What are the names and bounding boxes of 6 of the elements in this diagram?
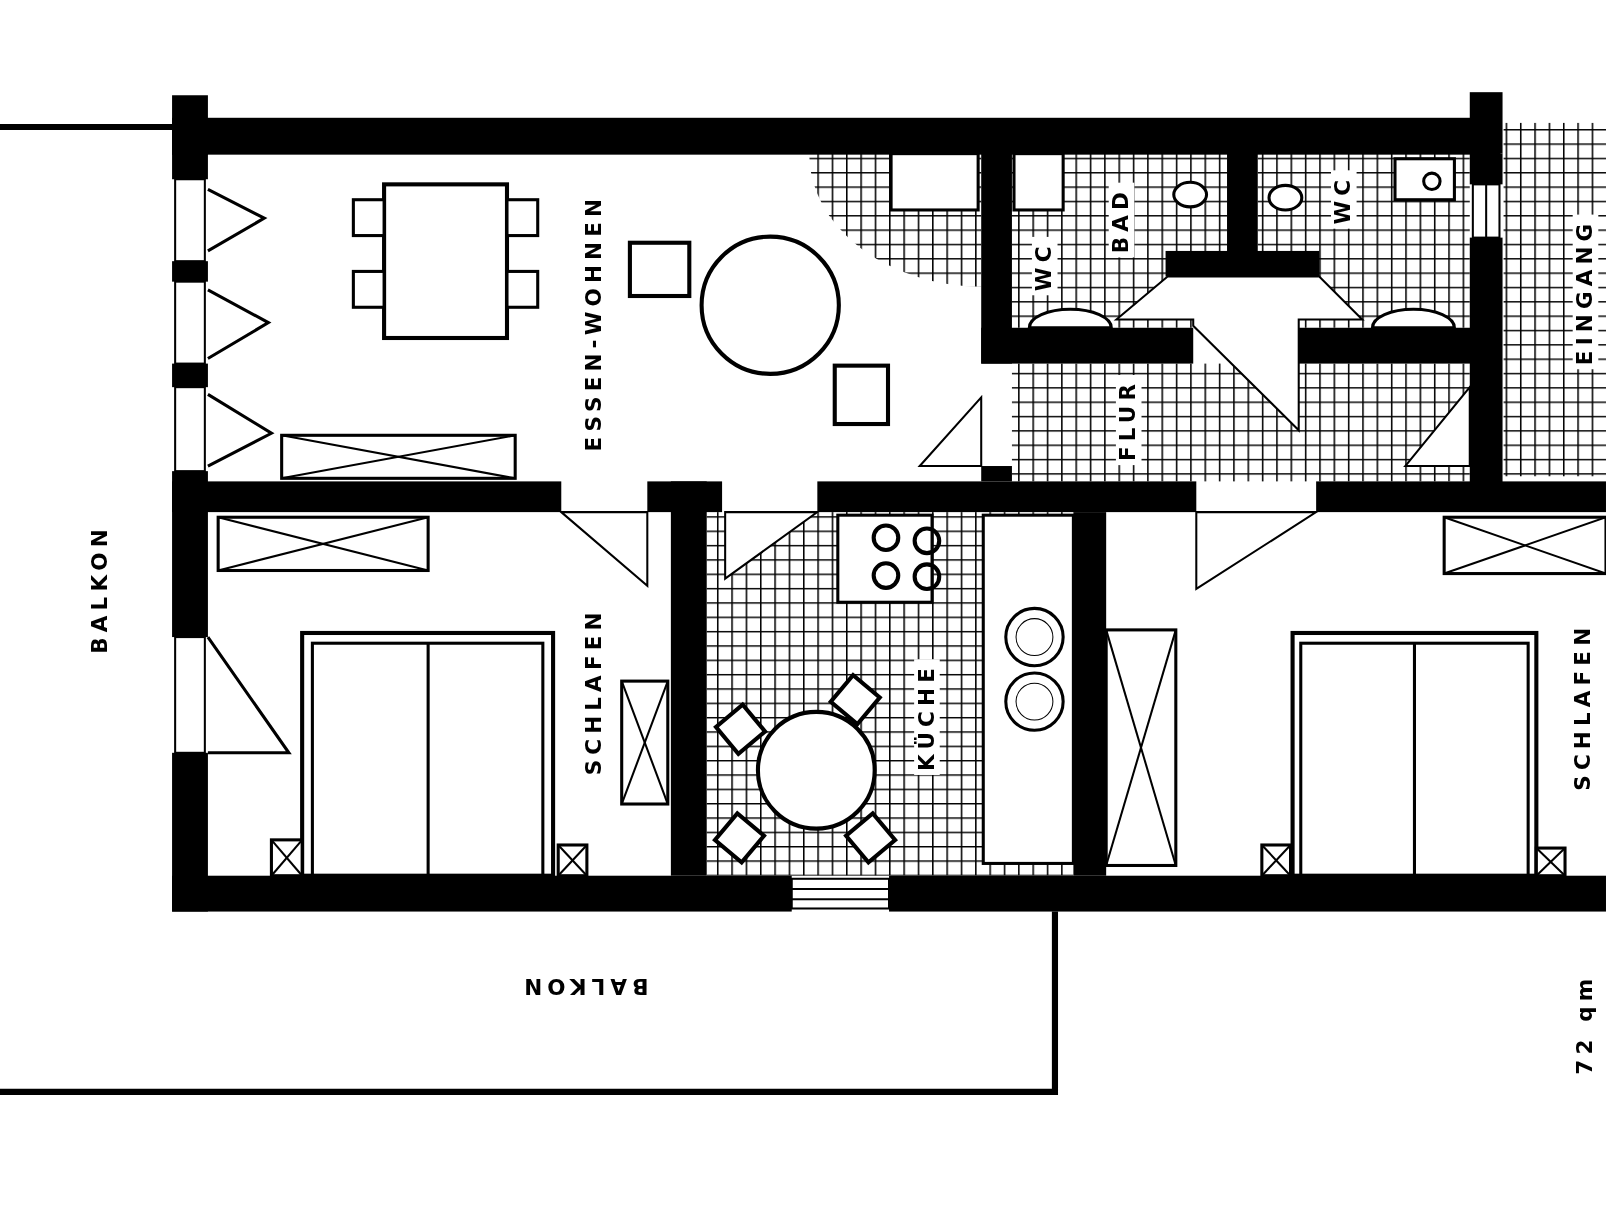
room-label: KÜCHE bbox=[914, 658, 940, 775]
room-label: EINGANG bbox=[1572, 214, 1599, 370]
room-label: FLUR bbox=[1115, 374, 1142, 466]
room-label: WC bbox=[1031, 237, 1058, 296]
room-label: WC bbox=[1331, 170, 1357, 229]
room-label: BAD bbox=[1108, 183, 1135, 258]
